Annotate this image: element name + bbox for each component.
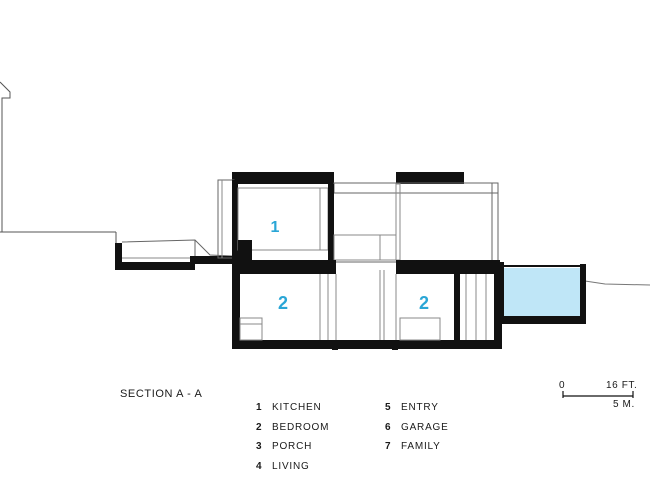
scale-bar [562,391,634,398]
room-tag-kitchen: 1 [271,219,280,236]
legend-item: 1 KITCHEN [256,398,329,418]
lower-level [232,270,502,350]
legend-label: ENTRY [401,402,439,413]
legend-item: 4 LIVING [256,457,329,477]
section-title: SECTION A - A [120,388,203,400]
legend-item: 5 ENTRY [385,398,449,418]
legend-label: GARAGE [401,421,449,433]
legend-number: 2 [256,421,263,433]
legend-number: 1 [256,402,263,413]
legend-item: 7 FAMILY [385,437,449,457]
legend-number: 5 [385,402,392,413]
room-tag-bedroom-left: 2 [278,293,288,313]
legend-number: 4 [256,460,263,472]
legend-number: 6 [385,421,392,433]
floor-slab-middle [232,260,500,274]
legend-right-column: 5 ENTRY 6 GARAGE 7 FAMILY [385,398,449,457]
legend-item: 2 BEDROOM [256,418,329,438]
legend-label: BEDROOM [272,421,330,433]
legend-label: FAMILY [401,441,441,452]
porch-deck [115,239,233,270]
upper-level [217,172,499,262]
room-tag-bedroom-right: 2 [419,293,429,313]
legend-label: KITCHEN [272,402,322,413]
legend-label: PORCH [272,441,313,452]
scale-feet-label: 16 FT. [606,380,638,391]
ground-line-right [584,280,650,286]
scale-meters-label: 5 M. [613,399,635,410]
legend-number: 7 [385,441,392,452]
legend-label: LIVING [272,460,310,472]
legend-left-column: 1 KITCHEN 2 BEDROOM 3 PORCH 4 LIVING [256,398,329,476]
neighbor-building [0,81,117,244]
legend-item: 3 PORCH [256,437,329,457]
legend-number: 3 [256,441,263,452]
pool [498,262,586,324]
legend-item: 6 GARAGE [385,418,449,438]
scale-start-label: 0 [559,380,566,391]
